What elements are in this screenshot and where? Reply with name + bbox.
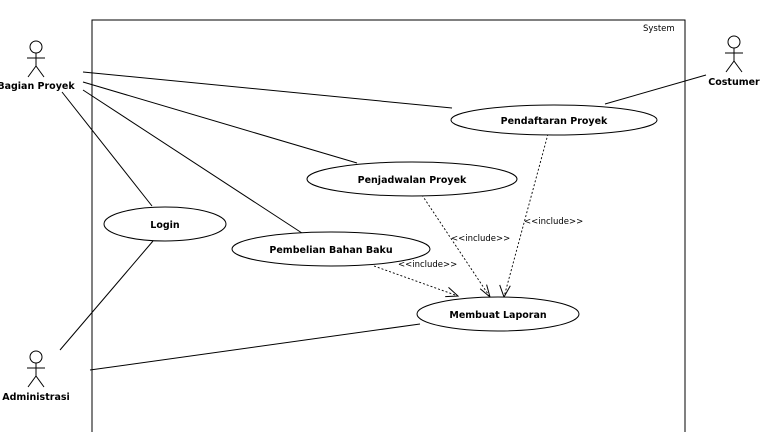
- svg-text:Bagian Proyek: Bagian Proyek: [0, 81, 75, 92]
- svg-text:Costumer: Costumer: [708, 77, 760, 88]
- actor-bagian-proyek[interactable]: Bagian Proyek: [0, 40, 75, 92]
- assoc-costumer-pendaftaran: [604, 74, 707, 105]
- assoc-bagian-pendaftaran: [82, 71, 453, 109]
- system-label: System: [643, 24, 675, 34]
- assoc-bagian-penjadwalan: [82, 81, 358, 164]
- actor-costumer[interactable]: Costumer: [708, 35, 760, 88]
- system-boundary: [91, 19, 686, 432]
- use-case-penjadwalan-proyek[interactable]: Penjadwalan Proyek: [306, 161, 518, 197]
- assoc-bagian-login: [61, 91, 153, 207]
- svg-text:Pembelian Bahan Baku: Pembelian Bahan Baku: [269, 245, 392, 256]
- use-case-pendaftaran-proyek[interactable]: Pendaftaran Proyek: [450, 104, 658, 136]
- include-pendaftaran-laporan: [499, 133, 549, 299]
- include-label-pembelian: <<include>>: [398, 260, 457, 270]
- svg-text:Membuat Laporan: Membuat Laporan: [449, 310, 547, 321]
- assoc-bagian-pembelian: [82, 89, 306, 236]
- use-case-login[interactable]: Login: [103, 206, 227, 242]
- svg-text:Administrasi: Administrasi: [2, 392, 70, 403]
- use-case-membuat-laporan[interactable]: Membuat Laporan: [416, 296, 580, 332]
- include-penjadwalan-laporan: [421, 194, 491, 299]
- svg-text:Pendaftaran Proyek: Pendaftaran Proyek: [501, 116, 608, 127]
- include-label-pendaftaran: <<include>>: [524, 217, 583, 227]
- svg-text:Login: Login: [150, 220, 180, 231]
- actor-administrasi[interactable]: Administrasi: [2, 350, 70, 403]
- assoc-admin-login: [59, 240, 154, 351]
- include-label-penjadwalan: <<include>>: [451, 234, 510, 244]
- use-case-pembelian-bahan-baku[interactable]: Pembelian Bahan Baku: [231, 231, 431, 267]
- svg-text:Penjadwalan Proyek: Penjadwalan Proyek: [358, 175, 467, 186]
- assoc-admin-laporan: [89, 323, 421, 371]
- include-pembelian-laporan: [373, 265, 460, 298]
